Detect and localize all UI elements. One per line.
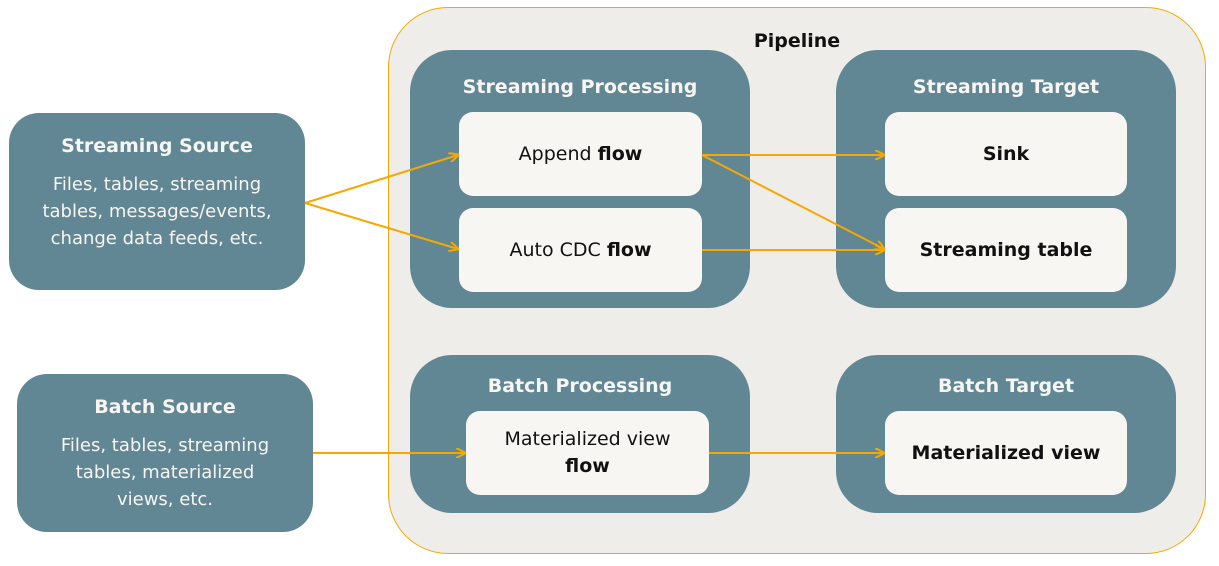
mv-flow-suffix: flow — [565, 455, 610, 477]
batch-source-title: Batch Source — [94, 396, 236, 418]
arrow-append-to-streaming-table — [701, 154, 884, 249]
streaming-source-title: Streaming Source — [61, 135, 253, 157]
streaming-processing-title: Streaming Processing — [462, 76, 698, 98]
append-flow-label: Append — [518, 142, 592, 165]
auto-cdc-label: Auto CDC — [509, 238, 601, 261]
batch-target-title: Batch Target — [937, 375, 1075, 397]
auto-cdc-flow-node: Auto CDC flow — [459, 208, 702, 292]
arrow-stream-source-to-cdc — [304, 202, 458, 249]
batch-source: Batch Source Files, tables, streaming ta… — [17, 374, 313, 532]
streaming-table-node: Streaming table — [885, 208, 1127, 292]
auto-cdc-suffix: flow — [606, 238, 652, 261]
streaming-target-title: Streaming Target — [912, 76, 1100, 98]
streaming-source: Streaming Source Files, tables, streamin… — [9, 113, 305, 290]
append-flow-suffix: flow — [597, 142, 643, 165]
append-flow-node: Append flow — [459, 112, 702, 196]
streaming-source-desc: Files, tables, streaming tables, message… — [42, 174, 272, 249]
batch-source-desc: Files, tables, streaming tables, materia… — [60, 435, 270, 510]
arrow-stream-source-to-append — [304, 155, 458, 204]
batch-processing-title: Batch Processing — [487, 375, 673, 397]
materialized-view-flow-node: Materialized view flow — [466, 411, 709, 495]
pipeline-title: Pipeline — [753, 30, 841, 52]
materialized-view-node: Materialized view — [885, 411, 1127, 495]
mv-flow-label: Materialized view — [504, 428, 671, 450]
sink-node: Sink — [885, 112, 1127, 196]
